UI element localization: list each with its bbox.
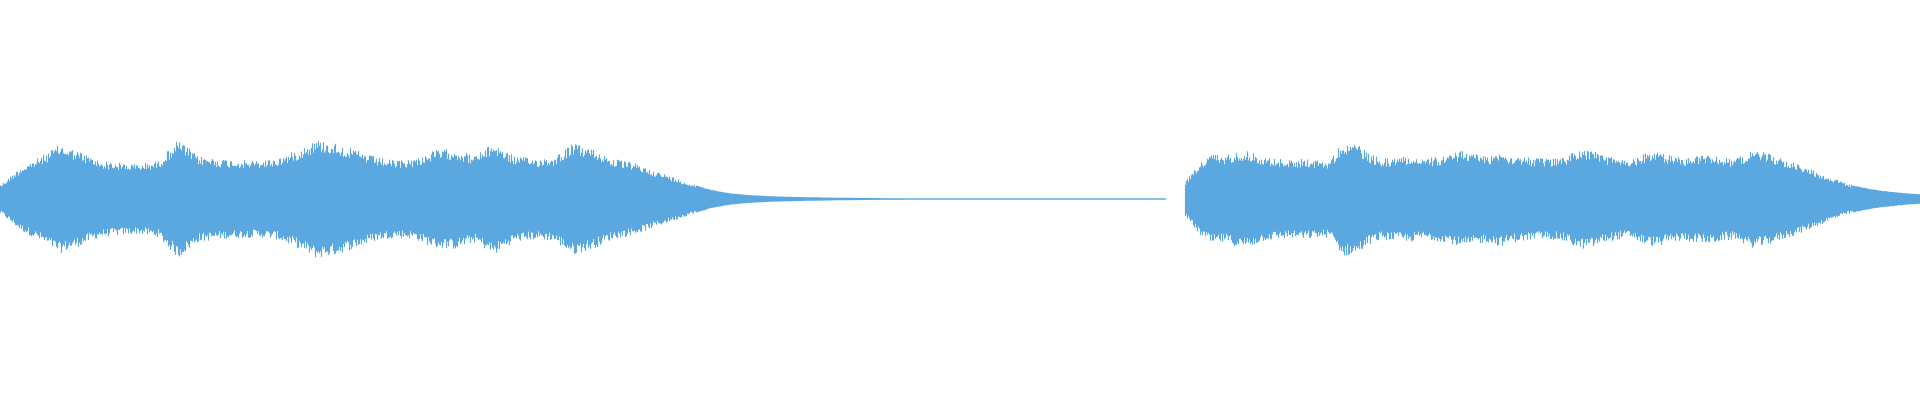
waveform-clip-1 [0, 141, 1167, 258]
waveform-clip-2 [1184, 144, 1920, 256]
waveform-clip-2-path [1184, 144, 1920, 256]
